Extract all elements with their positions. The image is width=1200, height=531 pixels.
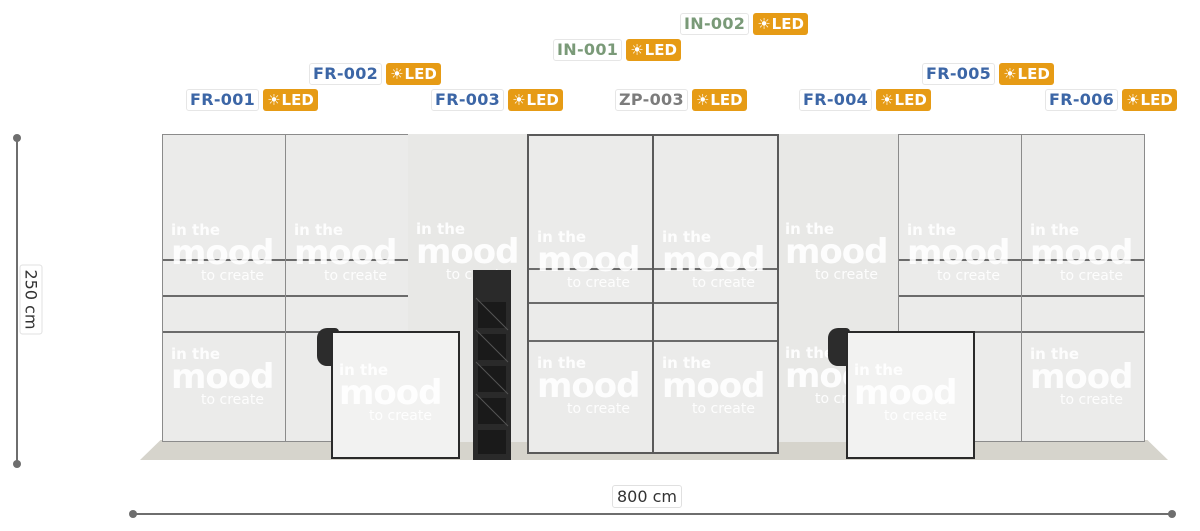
height-dimension-line: [16, 137, 18, 465]
sun-icon: ☀: [512, 91, 526, 109]
label-in001: IN-001: [553, 39, 623, 61]
sun-icon: ☀: [757, 15, 771, 33]
led-badge-zp003: ☀LED: [691, 89, 747, 111]
brochure-stand: [473, 270, 511, 460]
width-dimension-line: [133, 513, 1173, 515]
led-badge-fr002: ☀LED: [386, 63, 441, 85]
sun-icon: ☀: [630, 41, 644, 59]
label-fr001: FR-001: [186, 89, 260, 111]
width-dimension-label: 800 cm: [612, 485, 683, 508]
led-badge-fr001: ☀LED: [263, 89, 318, 111]
label-zp003: ZP-003: [615, 89, 688, 111]
led-badge-in002: ☀LED: [753, 13, 808, 35]
width-dimension-cap-right: [1168, 510, 1176, 518]
sun-icon: ☀: [1003, 65, 1017, 83]
height-dimension-label: 250 cm: [19, 264, 43, 335]
tag-in001[interactable]: IN-001 ☀LED: [553, 39, 681, 61]
led-badge-fr006: ☀LED: [1122, 89, 1177, 111]
tag-zp003[interactable]: ZP-003 ☀LED: [615, 89, 747, 111]
tag-fr004[interactable]: FR-004 ☀LED: [799, 89, 931, 111]
height-dimension-cap-bottom: [13, 460, 21, 468]
height-dimension-cap-top: [13, 134, 21, 142]
sun-icon: ☀: [1126, 91, 1140, 109]
tag-fr005[interactable]: FR-005 ☀LED: [922, 63, 1054, 85]
tag-fr001[interactable]: FR-001 ☀LED: [186, 89, 318, 111]
led-badge-fr004: ☀LED: [876, 89, 931, 111]
label-in002: IN-002: [680, 13, 750, 35]
label-fr005: FR-005: [922, 63, 996, 85]
width-dimension-cap-left: [129, 510, 137, 518]
sun-icon: ☀: [267, 91, 281, 109]
tag-fr002[interactable]: FR-002 ☀LED: [309, 63, 441, 85]
sun-icon: ☀: [695, 91, 710, 109]
label-fr006: FR-006: [1045, 89, 1119, 111]
stool-right: [828, 328, 850, 366]
label-fr002: FR-002: [309, 63, 383, 85]
label-fr004: FR-004: [799, 89, 873, 111]
label-fr003: FR-003: [431, 89, 505, 111]
tag-fr006[interactable]: FR-006 ☀LED: [1045, 89, 1177, 111]
led-badge-fr005: ☀LED: [999, 63, 1054, 85]
led-badge-fr003: ☀LED: [508, 89, 563, 111]
tag-in002[interactable]: IN-002 ☀LED: [680, 13, 808, 35]
sun-icon: ☀: [390, 65, 404, 83]
tag-fr003[interactable]: FR-003 ☀LED: [431, 89, 563, 111]
sun-icon: ☀: [880, 91, 894, 109]
led-badge-in001: ☀LED: [626, 39, 681, 61]
